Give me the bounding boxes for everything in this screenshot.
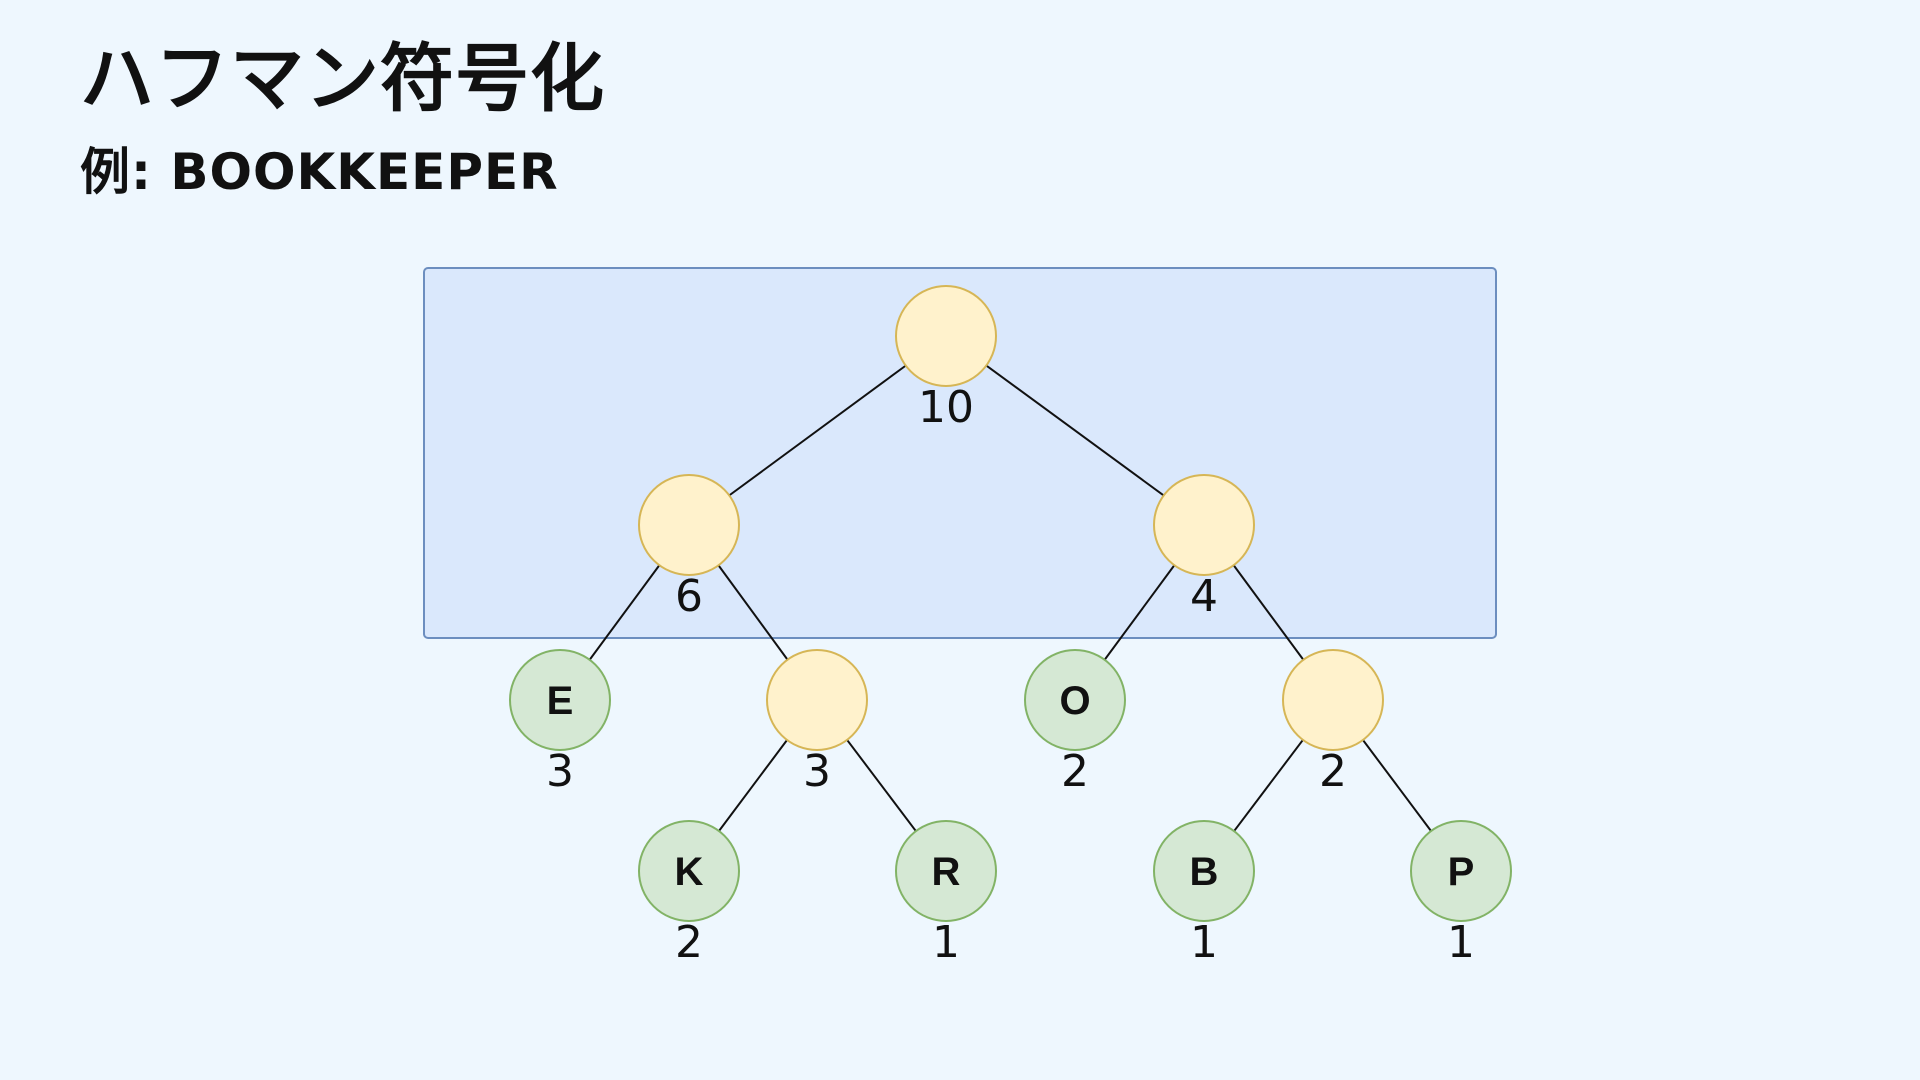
internal-node-4: 4 [1153,474,1255,622]
tree-edge [1233,739,1304,832]
leaf-circle [509,649,611,751]
tree-edge [1103,564,1176,661]
internal-node-2: 2 [1282,649,1384,797]
tree-edge [717,564,789,661]
leaf-node-r: R1 [895,820,997,968]
internal-node-10: 10 [895,285,997,433]
leaf-circle [1024,649,1126,751]
node-weight: 3 [546,746,574,797]
leaf-circle [638,820,740,922]
node-weight: 2 [1319,746,1347,797]
node-weight: 6 [675,571,703,622]
tree-edge [728,364,907,497]
node-letter: O [1059,679,1090,723]
node-weight: 4 [1190,571,1218,622]
leaf-node-b: B1 [1153,820,1255,968]
edges-layer [588,364,1432,832]
tree-edge [718,739,788,832]
internal-circle [895,285,997,387]
node-letter: R [932,850,961,894]
node-weight: 1 [932,917,960,968]
leaf-node-o: O2 [1024,649,1126,797]
tree-edge [1362,739,1432,832]
node-weight: 2 [675,917,703,968]
node-letter: E [547,679,574,723]
tree-edge [1232,564,1305,661]
node-weight: 2 [1061,746,1089,797]
node-weight: 1 [1447,917,1475,968]
node-weight: 10 [918,382,974,433]
leaf-node-p: P1 [1410,820,1512,968]
internal-circle [1282,649,1384,751]
internal-circle [638,474,740,576]
internal-circle [1153,474,1255,576]
tree-edge [588,564,661,661]
internal-node-6: 6 [638,474,740,622]
node-letter: B [1190,850,1219,894]
tree-edge [985,364,1165,497]
leaf-node-e: E3 [509,649,611,797]
leaf-circle [1410,820,1512,922]
tree-edge [846,739,917,832]
example-subtitle: 例: BOOKKEEPER [80,143,559,201]
leaf-circle [1153,820,1255,922]
page-title: ハフマン符号化 [80,36,605,122]
node-weight: 3 [803,746,831,797]
internal-circle [766,649,868,751]
node-letter: K [675,850,704,894]
node-letter: P [1448,850,1475,894]
node-weight: 1 [1190,917,1218,968]
leaf-circle [895,820,997,922]
internal-node-3: 3 [766,649,868,797]
leaf-node-k: K2 [638,820,740,968]
